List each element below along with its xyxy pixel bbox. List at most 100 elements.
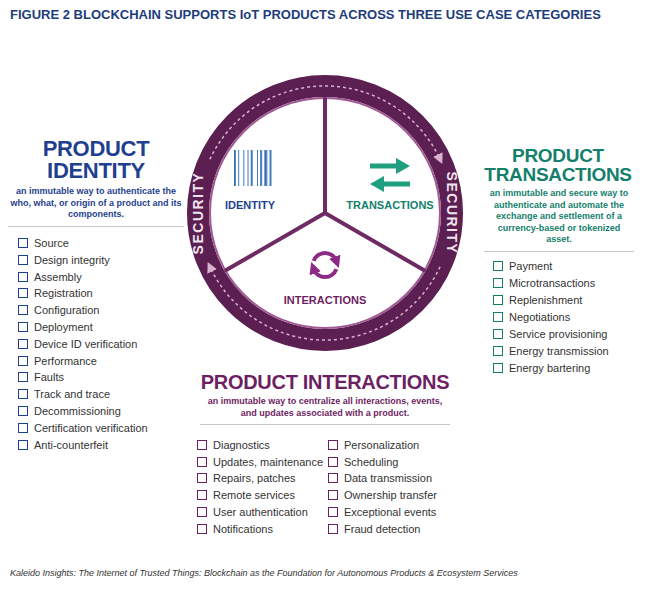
checkbox xyxy=(197,457,207,467)
item-text: Certification verification xyxy=(34,421,148,435)
checkbox xyxy=(18,305,28,315)
item-text: Updates, maintenance xyxy=(213,455,323,469)
checkbox xyxy=(197,473,207,483)
checkbox xyxy=(18,440,28,450)
item-text: Decommissioning xyxy=(34,404,121,418)
segment-divider xyxy=(226,213,325,270)
category-description: an immutable way to authenticate the who… xyxy=(8,186,184,227)
barcode-bar xyxy=(251,150,253,186)
cycle-arrows-icon xyxy=(314,253,337,277)
figure-title: FIGURE 2 BLOCKCHAIN SUPPORTS IoT PRODUCT… xyxy=(10,7,601,22)
ring-direction-arrows xyxy=(210,86,440,340)
item-text: Performance xyxy=(34,354,97,368)
category-heading: PRODUCT TRANSACTIONS xyxy=(474,146,642,184)
item-text: Fraud detection xyxy=(344,522,420,536)
checkbox xyxy=(328,524,338,534)
ring-band xyxy=(198,86,452,340)
use-case-item: Ownership transfer xyxy=(328,488,437,502)
checkbox xyxy=(197,490,207,500)
ring-shape xyxy=(187,75,463,351)
use-case-item: Notifications xyxy=(197,522,273,536)
item-text: Device ID verification xyxy=(34,337,137,351)
item-text: Registration xyxy=(34,286,93,300)
use-case-item: Personalization xyxy=(328,438,419,452)
checkbox xyxy=(197,524,207,534)
checkbox xyxy=(197,440,207,450)
item-text: Personalization xyxy=(344,438,419,452)
ring-disk xyxy=(210,98,440,328)
use-case-item: Device ID verification xyxy=(18,337,137,351)
use-case-item: Fraud detection xyxy=(328,522,420,536)
checkbox xyxy=(328,507,338,517)
use-case-item: Faults xyxy=(18,370,64,384)
checkbox xyxy=(18,372,28,382)
item-text: Assembly xyxy=(34,270,82,284)
item-text: Remote services xyxy=(213,488,295,502)
item-text: Ownership transfer xyxy=(344,488,437,502)
use-case-item: Updates, maintenance xyxy=(197,455,323,469)
exchange-arrows-icon xyxy=(370,158,410,192)
barcode-bar xyxy=(243,150,244,186)
item-text: User authentication xyxy=(213,505,308,519)
item-text: Payment xyxy=(509,259,552,273)
segment-divider xyxy=(325,213,424,270)
category-description: an immutable way to centralize all inter… xyxy=(200,396,450,425)
transactions-segment: TRANSACTIONS xyxy=(343,197,436,213)
item-text: Replenishment xyxy=(509,293,582,307)
barcode-bar xyxy=(257,150,258,186)
category-heading: PRODUCT INTERACTIONS xyxy=(175,372,475,392)
item-text: Data transmission xyxy=(344,471,432,485)
use-case-item: Service provisioning xyxy=(493,327,607,341)
checkbox xyxy=(18,389,28,399)
use-case-item: User authentication xyxy=(197,505,308,519)
use-case-item: Scheduling xyxy=(328,455,398,469)
checkbox xyxy=(18,238,28,248)
item-text: Configuration xyxy=(34,303,99,317)
item-text: Energy bartering xyxy=(509,361,590,375)
checkbox xyxy=(197,507,207,517)
barcode-bar xyxy=(248,150,249,186)
segment-label: TRANSACTIONS xyxy=(346,199,433,211)
checkbox xyxy=(493,278,503,288)
use-case-item: Decommissioning xyxy=(18,404,121,418)
item-text: Source xyxy=(34,236,69,250)
checkbox xyxy=(18,339,28,349)
use-case-item: Energy transmission xyxy=(493,344,609,358)
checkbox xyxy=(493,295,503,305)
security-ring: SECURITY SECURITY IDENTITY TRANSACTIONS INTE… xyxy=(187,75,463,351)
segment-label: IDENTITY xyxy=(225,199,275,211)
use-case-item: Performance xyxy=(18,354,97,368)
segment-divider xyxy=(323,99,327,213)
use-case-item: Exceptional events xyxy=(328,505,436,519)
use-case-item: Deployment xyxy=(18,320,93,334)
use-case-item: Source xyxy=(18,236,69,250)
use-case-item: Repairs, patches xyxy=(197,471,296,485)
use-case-item: Microtransactions xyxy=(493,276,595,290)
item-text: Negotiations xyxy=(509,310,570,324)
item-text: Repairs, patches xyxy=(213,471,296,485)
category-heading: PRODUCT IDENTITY xyxy=(8,138,184,182)
use-case-item: Certification verification xyxy=(18,421,148,435)
barcode-icon xyxy=(234,150,272,186)
item-text: Service provisioning xyxy=(509,327,607,341)
use-case-item: Anti-counterfeit xyxy=(18,438,108,452)
item-text: Microtransactions xyxy=(509,276,595,290)
checkbox xyxy=(18,423,28,433)
use-case-item: Energy bartering xyxy=(493,361,590,375)
barcode-bar xyxy=(264,150,267,186)
checkbox xyxy=(18,406,28,416)
category-description: an immutable and secure way to authentic… xyxy=(484,188,634,252)
interactions-segment: INTERACTIONS xyxy=(281,292,370,308)
ring-label: SECURITY xyxy=(444,172,460,255)
checkbox xyxy=(493,329,503,339)
ring-label: SECURITY xyxy=(190,172,206,255)
barcode-bar xyxy=(234,150,236,186)
item-text: Design integrity xyxy=(34,253,110,267)
checkbox xyxy=(328,457,338,467)
item-text: Track and trace xyxy=(34,387,110,401)
use-case-item: Track and trace xyxy=(18,387,110,401)
item-text: Anti-counterfeit xyxy=(34,438,108,452)
checkbox xyxy=(328,440,338,450)
use-case-item: Assembly xyxy=(18,270,82,284)
